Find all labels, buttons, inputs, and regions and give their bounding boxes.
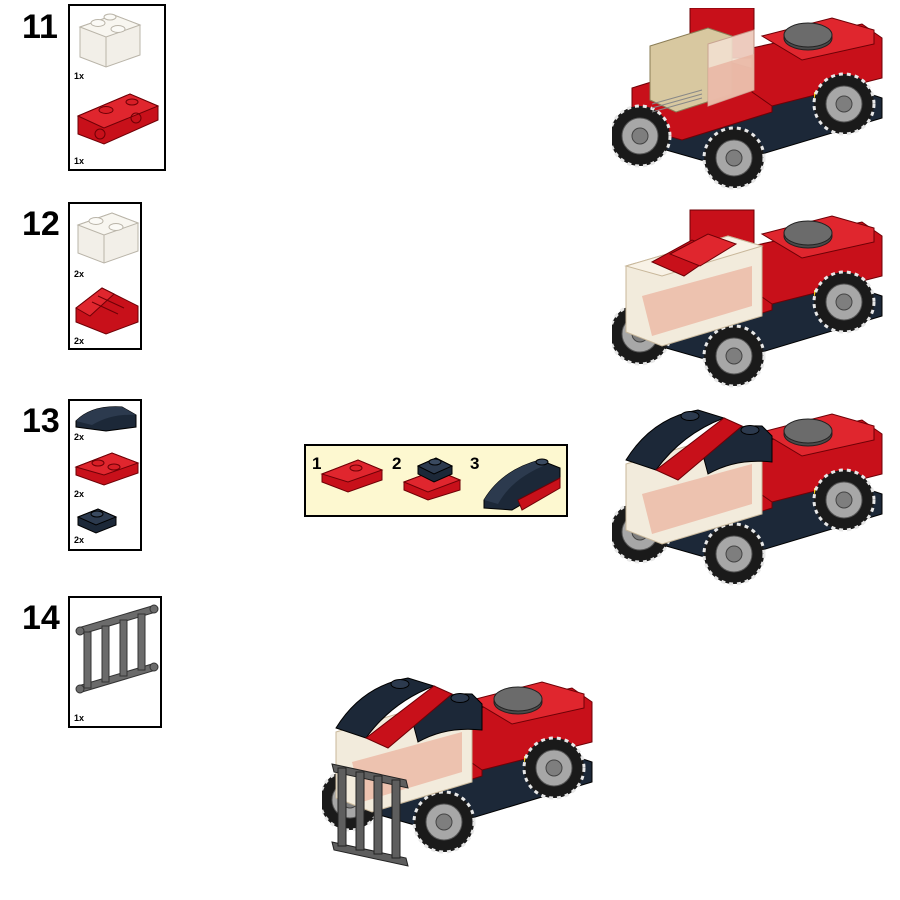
model-step-11 <box>612 8 892 200</box>
red-plate-icon <box>320 459 384 493</box>
parts-list-step-14: 1x <box>68 596 162 728</box>
part-qty: 1x <box>74 71 85 81</box>
dark-blue-plate-icon <box>76 508 118 534</box>
sub-assembly-callout: 1 2 3 <box>304 444 568 517</box>
plate-stack-icon <box>402 457 462 501</box>
step-number-14: 14 <box>22 599 60 637</box>
part-qty: 1x <box>74 156 85 166</box>
step-number-13: 13 <box>22 402 60 440</box>
part-qty: 2x <box>74 535 85 545</box>
sub-step-label-1: 1 <box>312 454 322 473</box>
parts-list-step-12: 2x 2x <box>68 202 142 350</box>
parts-list-step-11: 1x 1x <box>68 4 166 171</box>
fence-ladder-icon <box>75 604 159 694</box>
red-slope-icon <box>75 287 139 335</box>
part-qty: 2x <box>74 269 85 279</box>
red-plate-icon <box>74 452 140 486</box>
dark-blue-curved-slope-icon <box>75 406 137 432</box>
sub-step-label-2: 2 <box>392 454 402 473</box>
step-number-11: 11 <box>22 8 58 46</box>
curved-slope-assembly-icon <box>483 458 561 511</box>
part-qty: 2x <box>74 432 85 442</box>
parts-list-step-13: 2x 2x 2x <box>68 399 142 551</box>
transparent-brick-icon <box>76 212 140 264</box>
part-qty: 2x <box>74 489 85 499</box>
model-step-13 <box>612 409 892 600</box>
step-number-12: 12 <box>22 205 60 243</box>
transparent-brick-icon <box>78 13 142 68</box>
sub-step-label-3: 3 <box>470 454 480 473</box>
part-qty: 2x <box>74 336 85 346</box>
model-step-14 <box>322 677 602 867</box>
red-bracket-icon <box>76 93 160 145</box>
model-step-12 <box>612 209 892 398</box>
part-qty: 1x <box>74 713 85 723</box>
